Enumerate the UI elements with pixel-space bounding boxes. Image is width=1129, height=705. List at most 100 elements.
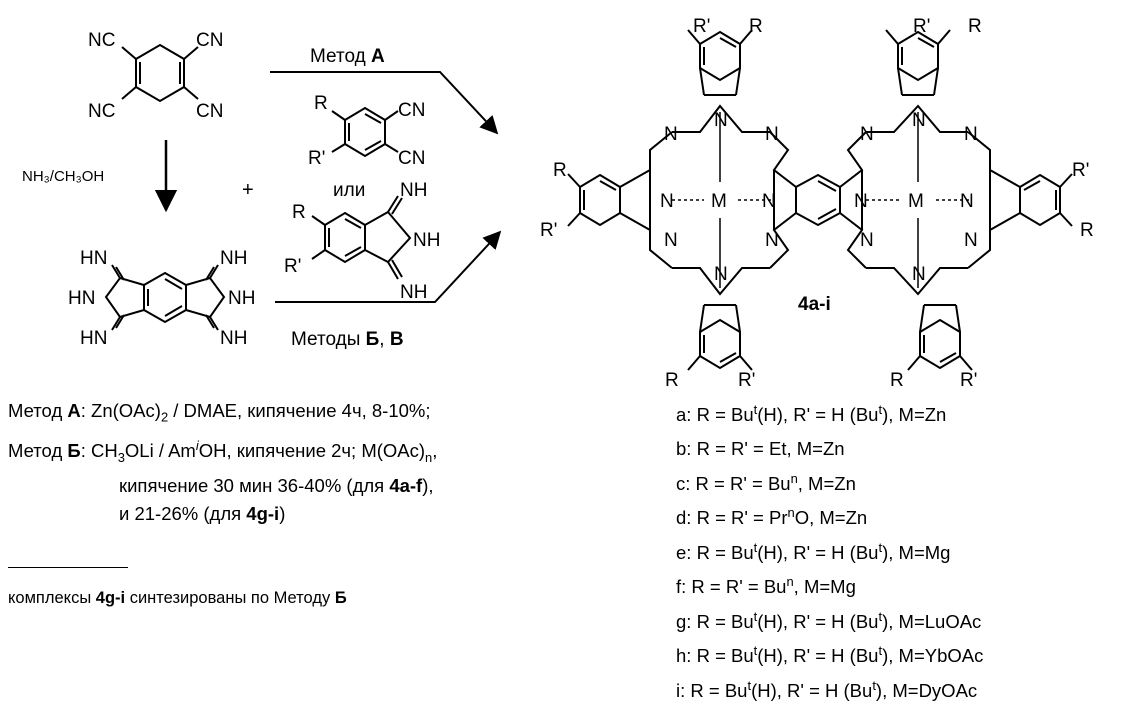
plus-sign: +: [242, 179, 254, 201]
variant-end: ), M=Zn: [882, 404, 947, 426]
atom-n-p3: N: [714, 110, 728, 131]
atom-r-2: R: [292, 202, 306, 223]
atom-hn-3: HN: [80, 328, 107, 349]
line-4-text: и 21-26% (для: [119, 502, 247, 524]
variant-end: ), M=YbOAc: [882, 645, 984, 667]
atom-nh-1: NH: [220, 248, 247, 269]
atom-nh-5: NH: [413, 230, 440, 251]
reaction-scheme: NC CN NC CN NH₃/CH₃OH + HN NH HN NH HN N…: [22, 16, 1094, 390]
variant-prefix: c: R = R' = Bu: [676, 473, 791, 495]
atom-n-p5: N: [765, 230, 779, 251]
tetraimino-compound: [104, 264, 226, 331]
variant-sup2: t: [878, 402, 883, 417]
product-label: 4a-i: [798, 294, 831, 315]
variant-end: ), M=LuOAc: [882, 610, 982, 632]
variant-prefix: h: R = Bu: [676, 645, 754, 667]
variant-item: b: R = R' = Et, M=Zn: [676, 429, 983, 463]
atom-m-2: M: [908, 191, 924, 212]
atom-hn-1: HN: [80, 248, 107, 269]
line-3-bold: 4a-f: [389, 474, 423, 496]
method-a-text-2: / DMAE, кипячение 4ч, 8-10%;: [168, 400, 431, 421]
method-b-text-4: ,: [432, 439, 438, 461]
atom-n-p16: N: [960, 191, 974, 212]
atom-n-p11: N: [912, 110, 926, 131]
line-3-end: ),: [422, 474, 434, 496]
atom-nh-2: NH: [228, 288, 255, 309]
atom-cn-4: CN: [398, 148, 425, 169]
atom-r-p5: R: [665, 370, 679, 390]
atom-rp-p4: R': [1072, 160, 1089, 181]
arrow-method-a: [270, 71, 499, 135]
method-a-conditions: Метод А: Zn(OAc)2 / DMAE, кипячение 4ч, …: [8, 397, 437, 432]
atom-nc-2: NC: [88, 101, 115, 122]
atom-nc-1: NC: [88, 30, 115, 51]
variant-prefix: f: R = R' = Bu: [676, 576, 787, 598]
atom-nh-3: NH: [220, 328, 247, 349]
line-4-bold: 4g-i: [246, 502, 280, 524]
atom-rp-1: R': [308, 148, 325, 169]
atom-n-p8: N: [762, 191, 776, 212]
method-b-text-2: OLi / Am: [124, 439, 196, 461]
method-b-line-3: кипячение 30 мин 36-40% (для 4a-f),: [8, 472, 437, 500]
atom-r-p2: R: [968, 16, 982, 37]
atom-r-p1: R: [749, 16, 763, 37]
footnote-bold-1: 4g-i: [95, 589, 126, 607]
variant-sup2: t: [878, 539, 883, 555]
atom-n-p4: N: [664, 230, 678, 251]
method-b-conditions: Метод Б: CH3OLi / AmiOH, кипячение 2ч; M…: [8, 432, 437, 472]
atom-rp-p6: R': [960, 370, 977, 390]
variant-prefix: d: R = R' = Pr: [676, 507, 788, 529]
variant-sup2: t: [872, 677, 876, 693]
footnote-text-1: комплексы: [8, 589, 96, 607]
or-text: или: [333, 180, 365, 201]
tetracyanobenzene: [121, 43, 199, 103]
atom-n-p6: N: [714, 264, 728, 285]
method-b-sup-i: i: [195, 437, 199, 453]
atom-r-p6: R: [890, 370, 904, 390]
atom-cn-2: CN: [196, 101, 223, 122]
footnote-bold-2: Б: [334, 589, 347, 607]
variant-sup: n: [787, 505, 795, 521]
method-a-word: Метод: [8, 400, 63, 421]
variant-prefix: e: R = Bu: [676, 541, 754, 563]
variant-sup: t: [747, 677, 752, 693]
variant-mid: (H), R' = H (Bu: [751, 679, 873, 701]
method-b-text-1: : CH: [80, 439, 118, 461]
reagent-nh3: NH₃/CH₃OH: [22, 168, 104, 185]
atom-n-p12: N: [860, 230, 874, 251]
variant-sup: t: [753, 608, 758, 624]
method-b-line-4: и 21-26% (для 4g-i): [8, 500, 437, 528]
variant-mid: , M=Zn: [797, 473, 856, 495]
arrow-methods-bv: [275, 230, 502, 303]
atom-rp-p5: R': [738, 370, 755, 390]
method-a-text-1: : Zn(OAc): [80, 400, 161, 421]
atom-rp-p3: R': [540, 220, 557, 241]
atom-r-1: R: [314, 93, 328, 114]
method-a-sub: 2: [160, 409, 169, 425]
variant-end: ), M=DyOAc: [875, 679, 978, 701]
atom-nh-6: NH: [400, 282, 427, 303]
variant-sup: n: [790, 470, 798, 486]
method-a-label: Метод А: [310, 46, 385, 67]
variant-item: c: R = R' = Bun, M=Zn: [676, 464, 983, 498]
variant-mid: (H), R' = H (Bu: [757, 610, 879, 632]
method-b-word: Метод: [8, 439, 63, 461]
method-a-letter: А: [67, 400, 81, 421]
product-atoms: R' R R' R R R' R' R R R' R R' N N N N N …: [540, 16, 1094, 390]
atom-rp-p2: R': [913, 16, 930, 37]
variant-item: e: R = But(H), R' = H (But), M=Mg: [676, 533, 983, 567]
variant-prefix: i: R = Bu: [676, 679, 748, 701]
variant-sup: n: [786, 574, 794, 590]
method-b-sub-3: 3: [117, 449, 125, 465]
line-3-text: кипячение 30 мин 36-40% (для: [119, 474, 390, 496]
atom-n-p2: N: [765, 124, 779, 145]
method-conditions: Метод А: Zn(OAc)2 / DMAE, кипячение 4ч, …: [8, 397, 437, 528]
atom-rp-2: R': [284, 256, 301, 277]
method-b-letter: Б: [67, 439, 81, 461]
atom-n-p9: N: [860, 124, 874, 145]
variant-item: f: R = R' = Bun, M=Mg: [676, 567, 983, 601]
atom-nh-4: NH: [400, 180, 427, 201]
atom-rp-p1: R': [693, 16, 710, 37]
method-b-text-3: OH, кипячение 2ч; M(OAc): [198, 439, 426, 461]
